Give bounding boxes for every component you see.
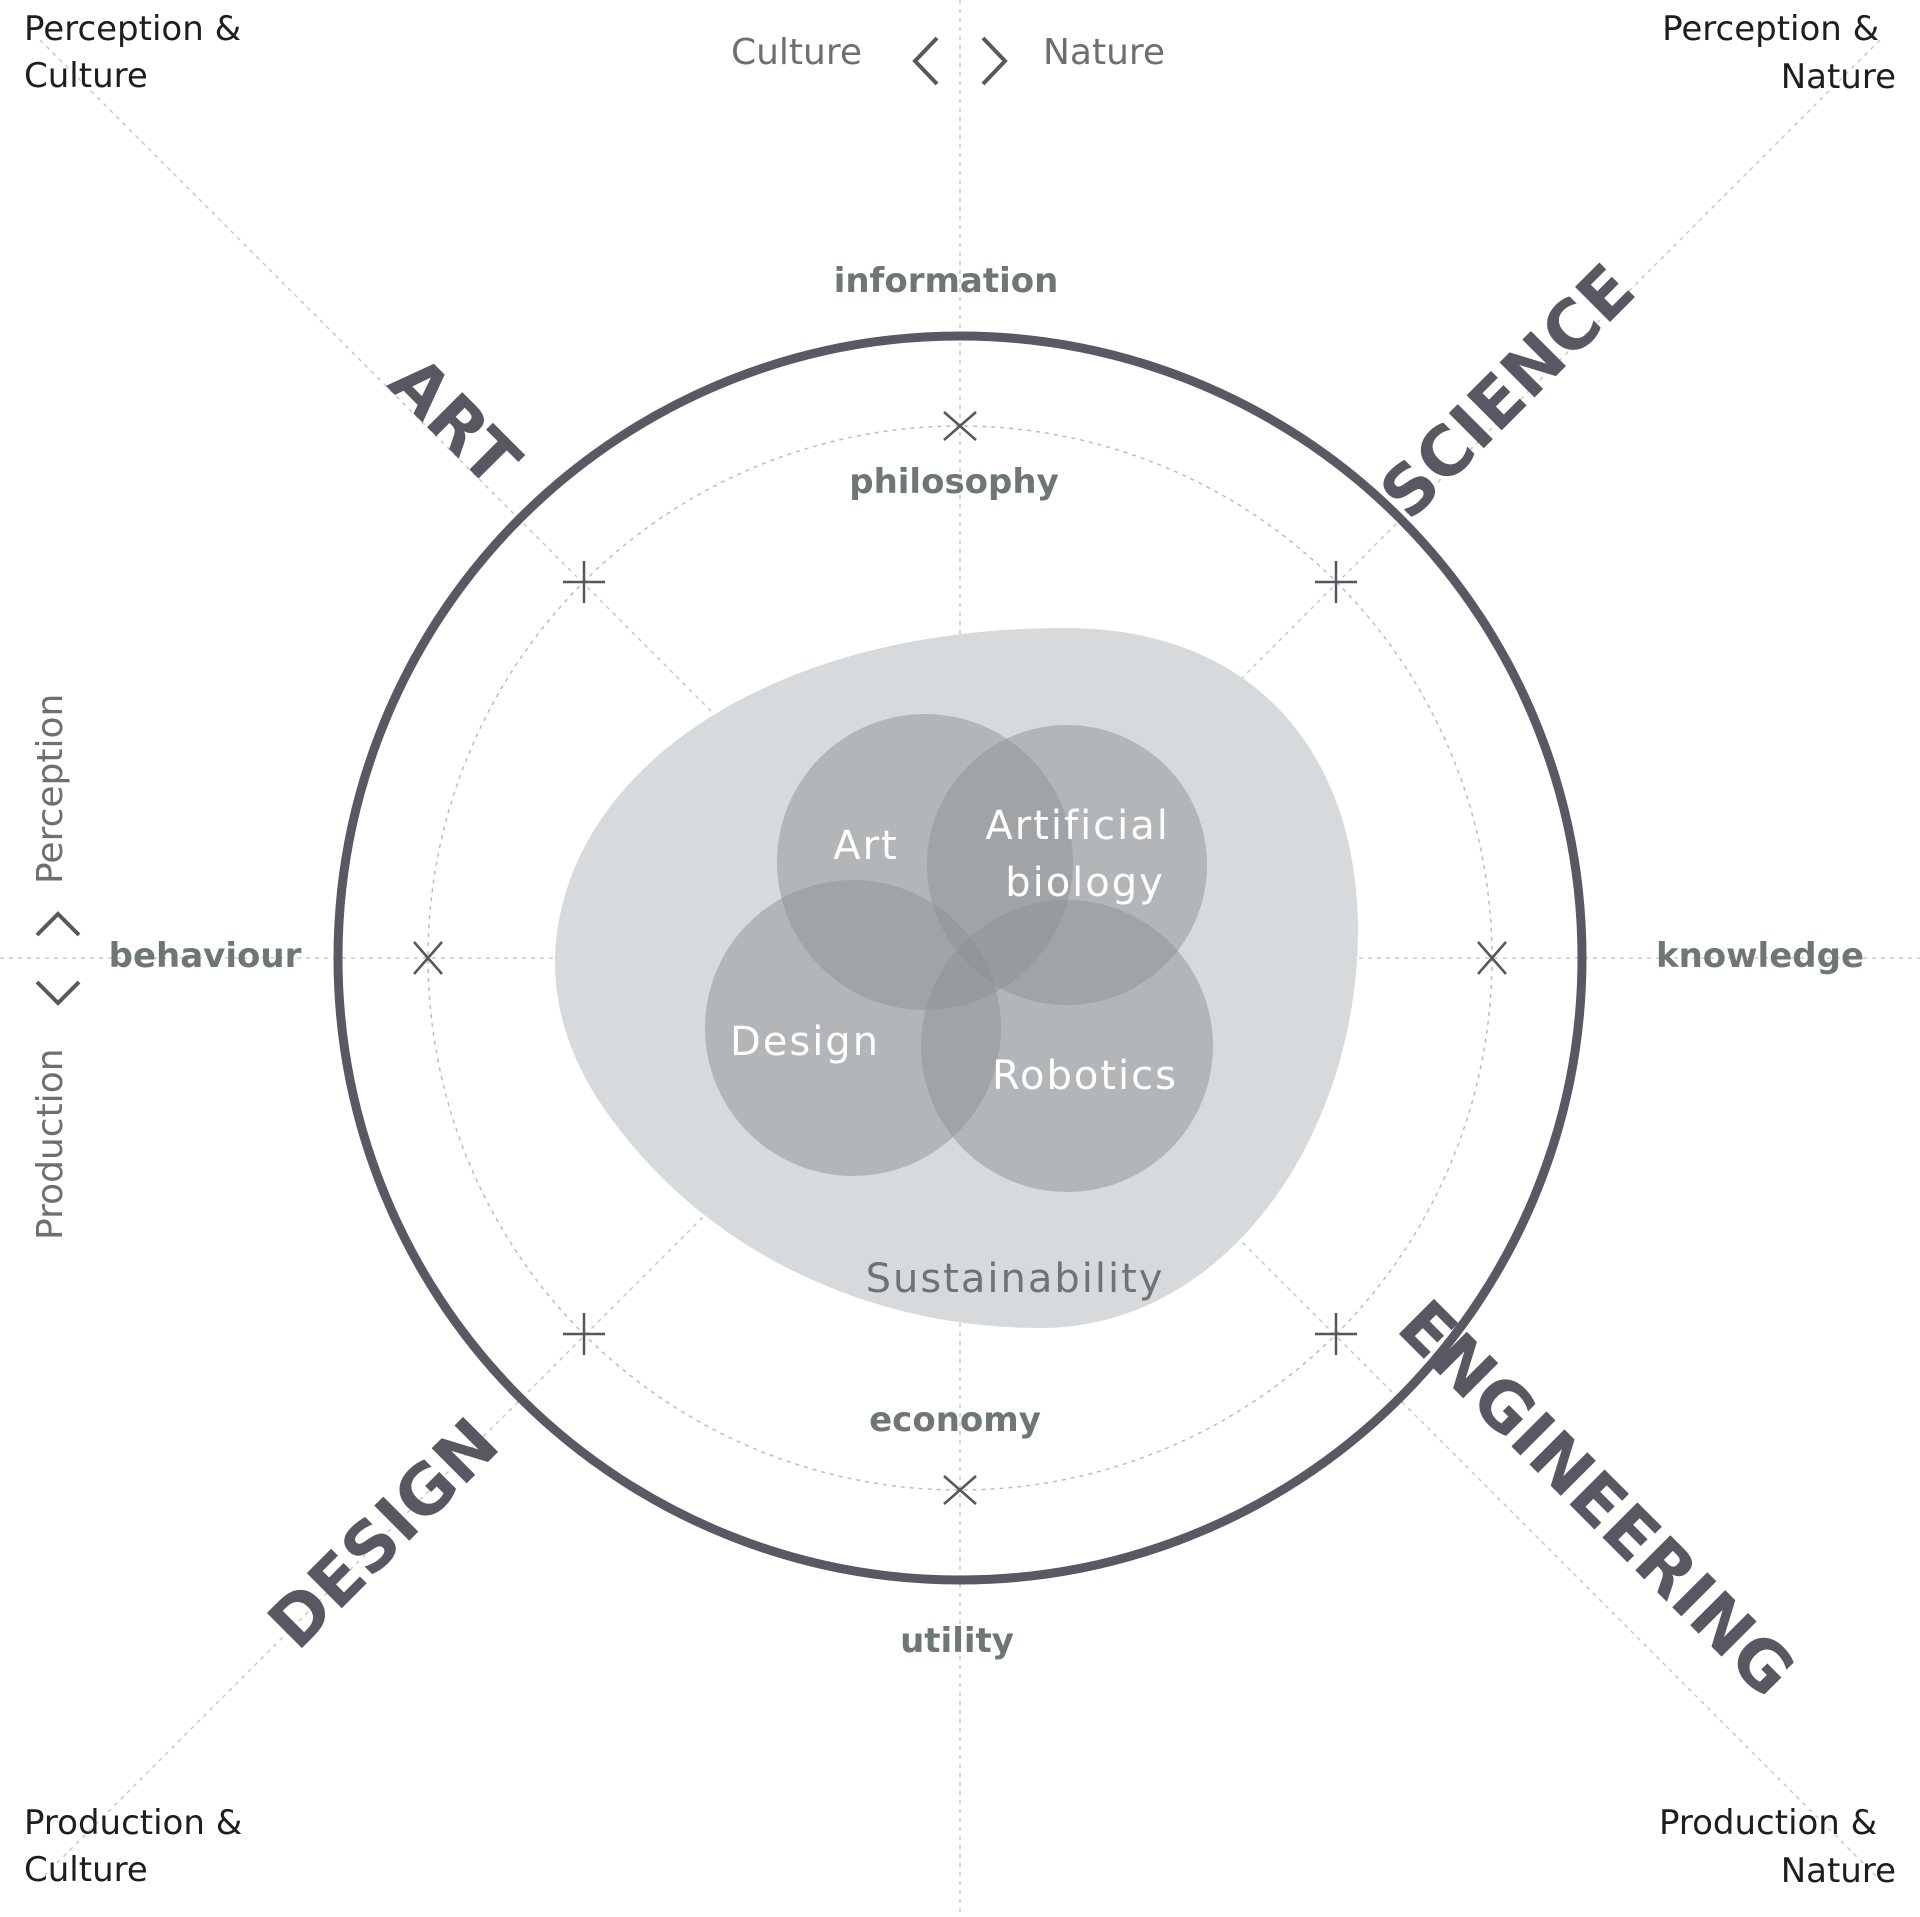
ring-markers (413, 411, 1507, 1505)
corner-bottom-left-line-1: Production & (24, 1803, 242, 1843)
corner-bottom-left-line-2: Culture (24, 1850, 148, 1890)
venn-circles (705, 714, 1213, 1192)
chevron-up-icon (35, 911, 81, 937)
marker-top-left-icon (563, 561, 605, 603)
diagonal-line-a (39, 39, 1881, 1881)
ring-word-information: information (834, 261, 1059, 301)
corner-top-right-line-1: Perception & (1662, 9, 1879, 49)
corner-bottom-right-line-1: Production & (1659, 1803, 1877, 1843)
chevron-left-icon (912, 36, 939, 86)
outer-ring (333, 331, 1587, 1585)
axis-label-perception: Perception (30, 694, 71, 884)
corner-top-left: Perception & Culture (24, 9, 252, 96)
marker-top-icon (943, 411, 977, 441)
ring-word-knowledge: knowledge (1656, 936, 1864, 976)
discipline-design: DESIGN (254, 1404, 515, 1665)
discipline-engineering: ENGINEERING (1382, 1286, 1809, 1713)
chevron-right-icon (981, 36, 1008, 86)
corner-top-left-line-2: Culture (24, 56, 148, 96)
corner-bottom-right: Production & Nature (1659, 1803, 1896, 1891)
blob-label-sustainability: Sustainability (866, 1256, 1165, 1302)
venn-label-artificial-biology: Artificial biology (985, 803, 1184, 906)
ring-word-economy: economy (869, 1400, 1041, 1440)
corner-top-right-line-2: Nature (1781, 57, 1896, 97)
diagonal-line-b (39, 39, 1881, 1881)
discipline-science: SCIENCE (1366, 250, 1651, 535)
marker-bottom-right-icon (1315, 1313, 1357, 1355)
chevrons (35, 36, 1008, 1006)
marker-right-icon (1477, 941, 1507, 975)
marker-left-icon (413, 941, 443, 975)
chevron-down-icon (35, 980, 81, 1006)
ring-word-philosophy: philosophy (849, 462, 1059, 502)
axis-label-production: Production (30, 1048, 71, 1240)
corner-top-left-line-1: Perception & (24, 9, 241, 49)
axis-label-nature: Nature (1043, 32, 1165, 73)
marker-top-right-icon (1315, 561, 1357, 603)
ring-word-behaviour: behaviour (109, 936, 302, 976)
marker-bottom-icon (943, 1475, 977, 1505)
corner-bottom-right-line-2: Nature (1781, 1851, 1896, 1891)
corner-bottom-left: Production & Culture (24, 1803, 253, 1890)
venn-circle-design (705, 880, 1001, 1176)
venn-circle-robotics (921, 900, 1213, 1192)
corner-top-right: Perception & Nature (1662, 9, 1896, 97)
venn-label-design: Design (730, 1019, 880, 1065)
axis-label-culture: Culture (731, 32, 862, 73)
venn-label-art: Art (833, 823, 899, 869)
discipline-art: ART (374, 342, 535, 503)
ring-word-utility: utility (900, 1621, 1014, 1661)
venn-label-biology: biology (1005, 860, 1165, 906)
venn-label-artificial: Artificial (985, 803, 1170, 849)
marker-bottom-left-icon (563, 1313, 605, 1355)
venn-label-robotics: Robotics (992, 1053, 1178, 1099)
